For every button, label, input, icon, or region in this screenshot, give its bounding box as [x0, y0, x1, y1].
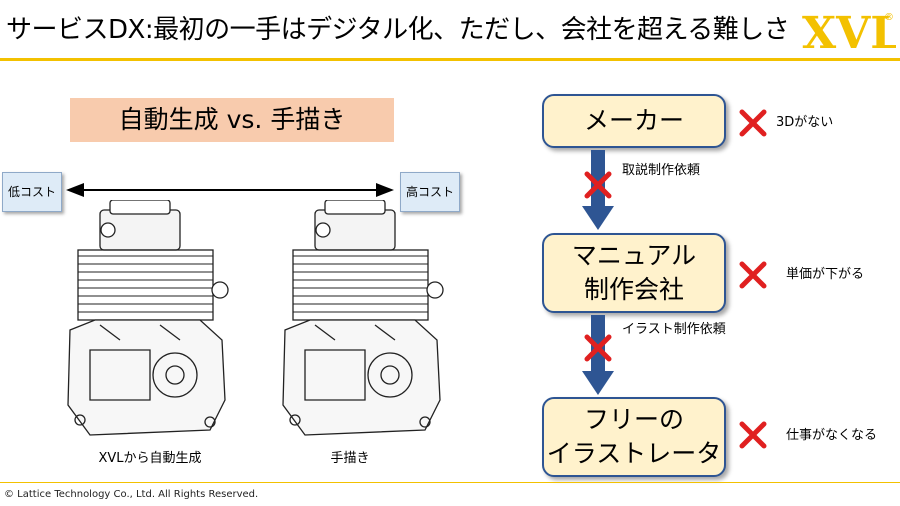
- low-cost-label: 低コスト: [2, 172, 62, 212]
- flow-box-manual-company-line2: 制作会社: [583, 275, 684, 304]
- side-note-no-3d: 3Dがない: [776, 115, 834, 130]
- arrow-label-manual-request: 取説制作依頼: [622, 163, 701, 178]
- cost-double-arrow: [66, 183, 394, 197]
- high-cost-label: 高コスト: [400, 172, 460, 212]
- cross-icon: [584, 334, 612, 362]
- logo-text: XVL: [802, 8, 896, 56]
- down-arrow-icon: [582, 150, 614, 230]
- xvl-logo: XVL ®: [802, 8, 896, 56]
- flow-box-manual-company-line1: マニュアル: [571, 241, 697, 270]
- comparison-header: 自動生成 vs. 手描き: [70, 98, 394, 142]
- engine-illustration-hand-drawn: [282, 200, 444, 436]
- cross-icon: [739, 261, 767, 289]
- footer-rule: [0, 482, 900, 483]
- logo-registered-mark: ®: [884, 12, 894, 23]
- flow-box-manual-company: マニュアル 制作会社: [542, 233, 726, 313]
- cross-icon: [584, 171, 612, 199]
- flow-box-freelance-illustrator: フリーの イラストレータ: [542, 397, 726, 477]
- flow-box-maker-label: メーカー: [583, 106, 684, 135]
- auto-generated-caption: XVLから自動生成: [98, 451, 202, 466]
- hand-drawn-caption: 手描き: [330, 451, 370, 466]
- flow-box-illustrator-line1: フリーの: [583, 405, 684, 434]
- arrow-label-illustration-request: イラスト制作依頼: [622, 322, 726, 337]
- side-note-lower-price: 単価が下がる: [786, 267, 865, 282]
- flow-box-maker: メーカー: [542, 94, 726, 148]
- cross-icon: [739, 421, 767, 449]
- side-note-no-work: 仕事がなくなる: [786, 428, 878, 443]
- flow-box-illustrator-line2: イラストレータ: [546, 439, 722, 468]
- copyright-footer: © Lattice Technology Co., Ltd. All Right…: [4, 489, 259, 500]
- title-underline: [0, 58, 900, 61]
- down-arrow-icon: [582, 315, 614, 395]
- engine-illustration-auto: [67, 200, 229, 436]
- cross-icon: [739, 109, 767, 137]
- slide-title: サービスDX:最初の一手はデジタル化、ただし、会社を超える難しさ: [6, 15, 790, 45]
